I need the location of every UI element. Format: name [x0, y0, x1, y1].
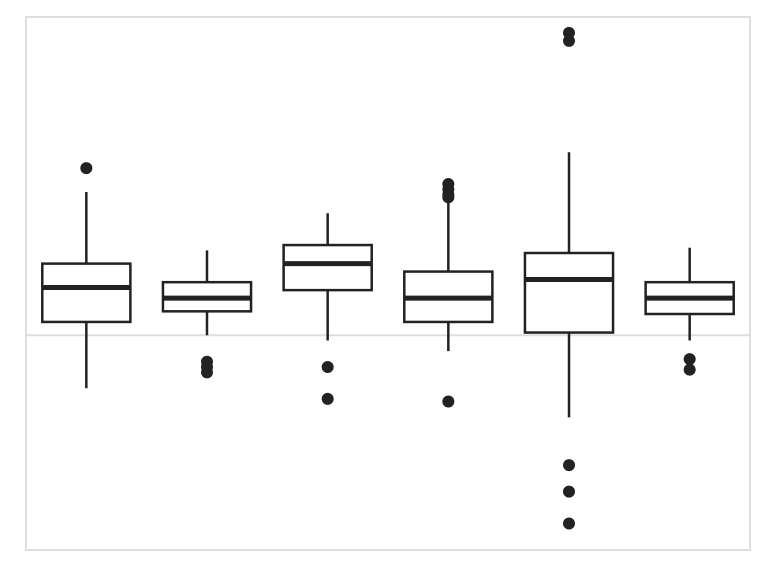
outlier-point	[563, 459, 575, 472]
outlier-point	[321, 361, 334, 374]
outlier-point	[201, 366, 213, 379]
outlier-point	[683, 363, 696, 376]
box-body	[523, 251, 615, 334]
outlier-point	[563, 517, 575, 530]
outlier-point	[321, 392, 334, 405]
outlier-point	[80, 162, 93, 175]
outlier-point	[442, 395, 455, 408]
outlier-point	[563, 26, 575, 39]
outlier-point	[563, 485, 575, 498]
outlier-point	[442, 178, 455, 191]
box-body	[282, 243, 373, 292]
outlier-point	[683, 353, 696, 366]
plot-frame	[25, 16, 751, 551]
box-body	[41, 262, 132, 324]
